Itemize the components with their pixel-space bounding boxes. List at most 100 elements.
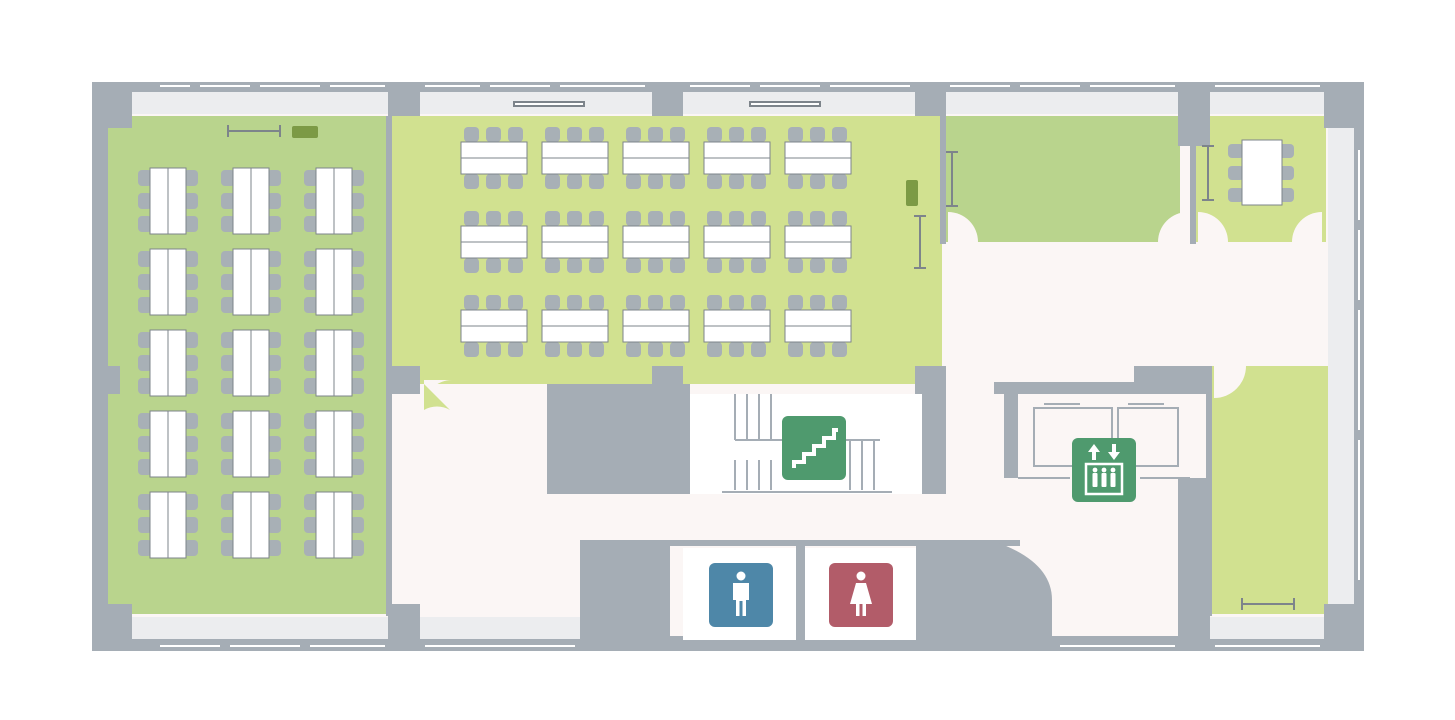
chair [810, 211, 825, 226]
desk [149, 491, 169, 559]
chair [221, 436, 235, 452]
chair [184, 494, 198, 510]
chair [138, 216, 152, 232]
desk-cluster [138, 167, 198, 235]
chair [138, 540, 152, 556]
chair [138, 517, 152, 533]
desk-cluster [221, 329, 281, 397]
desk [333, 167, 353, 235]
table [784, 225, 852, 243]
chair [350, 378, 364, 394]
chair [138, 413, 152, 429]
chair [589, 342, 604, 357]
table [703, 225, 771, 243]
chair [751, 174, 766, 189]
chair [729, 127, 744, 142]
chair [464, 174, 479, 189]
chair [464, 211, 479, 226]
chair [508, 258, 523, 273]
desk-cluster [221, 248, 281, 316]
windows-top [132, 92, 1324, 114]
chair [508, 211, 523, 226]
chair [221, 216, 235, 232]
chair [508, 127, 523, 142]
chair [221, 494, 235, 510]
chair [832, 127, 847, 142]
chair [138, 494, 152, 510]
desk [167, 329, 187, 397]
chair [304, 459, 318, 475]
classroom-table-set [541, 211, 609, 273]
chair [267, 297, 281, 313]
chair [221, 170, 235, 186]
plant [292, 126, 318, 138]
chair [464, 295, 479, 310]
chair [350, 193, 364, 209]
chair [138, 170, 152, 186]
chair [670, 174, 685, 189]
chair [729, 295, 744, 310]
chair [267, 517, 281, 533]
chair [670, 295, 685, 310]
table [703, 157, 771, 175]
table [541, 157, 609, 175]
table [622, 309, 690, 327]
desk [232, 491, 252, 559]
chair [589, 127, 604, 142]
desk [333, 329, 353, 397]
table [703, 325, 771, 343]
chair [751, 342, 766, 357]
chair [184, 193, 198, 209]
chair [589, 211, 604, 226]
table [622, 241, 690, 259]
desk [250, 167, 270, 235]
chair [184, 274, 198, 290]
chair [304, 378, 318, 394]
classroom-table-set [460, 211, 528, 273]
chair [138, 332, 152, 348]
chair [184, 297, 198, 313]
chair [304, 297, 318, 313]
chair [304, 517, 318, 533]
classroom-table-set [460, 127, 528, 189]
chair [221, 251, 235, 267]
chair [751, 127, 766, 142]
chair [304, 436, 318, 452]
chair [729, 174, 744, 189]
chair [184, 436, 198, 452]
desk [149, 248, 169, 316]
chair [648, 211, 663, 226]
chair [648, 258, 663, 273]
room-meeting-north [946, 116, 1180, 242]
chair [267, 459, 281, 475]
chair [464, 342, 479, 357]
desk [167, 410, 187, 478]
chair [545, 258, 560, 273]
desk [333, 248, 353, 316]
classroom-table-set [784, 127, 852, 189]
desk [149, 410, 169, 478]
chair [707, 211, 722, 226]
desk [250, 410, 270, 478]
chair [567, 174, 582, 189]
chair [486, 295, 501, 310]
chair [221, 297, 235, 313]
desk [167, 248, 187, 316]
chair [707, 174, 722, 189]
chair [788, 342, 803, 357]
classroom-table-set [622, 211, 690, 273]
door-classroom [424, 384, 450, 410]
chair [304, 413, 318, 429]
room-office-east [1210, 366, 1328, 614]
chair [138, 297, 152, 313]
chair [832, 174, 847, 189]
chair [486, 342, 501, 357]
classroom-table-set [703, 127, 771, 189]
chair [138, 378, 152, 394]
classroom-table-set [703, 211, 771, 273]
table [622, 325, 690, 343]
chair [832, 342, 847, 357]
chair [184, 459, 198, 475]
chair [626, 258, 641, 273]
table [541, 241, 609, 259]
